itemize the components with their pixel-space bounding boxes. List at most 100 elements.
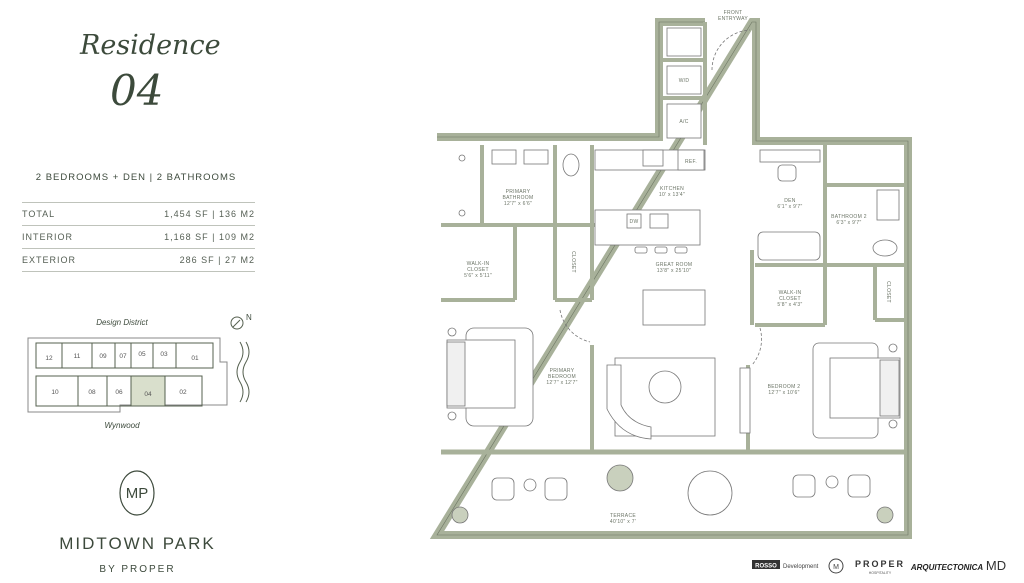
floor-plan: FRONT ENTRYWAY W/D A/C REF. KITCHEN 10' … <box>429 10 912 539</box>
kitchen-island <box>594 209 701 246</box>
refrigerator <box>677 149 705 171</box>
room-label: CLOSET <box>467 267 489 273</box>
room-dims: 12'7" x 10'6" <box>768 390 799 396</box>
sink-icon <box>491 149 517 165</box>
unit-summary: 2 BEDROOMS + DEN | 2 BATHROOMS <box>35 172 237 183</box>
unit-label: 03 <box>160 351 168 358</box>
monogram-text: MP <box>126 485 149 502</box>
shower-head-icon <box>458 154 466 162</box>
residence-number: 04 <box>110 66 164 115</box>
rosso-logo-text: ROSSO <box>755 564 777 570</box>
wall-outline <box>436 21 909 536</box>
side-table <box>825 475 839 489</box>
room-label: BATHROOM <box>503 195 534 201</box>
coffee-table <box>648 370 682 404</box>
room-dims: 10' x 13'4" <box>659 192 685 198</box>
door-swing <box>751 327 762 366</box>
room-label: PRIMARY <box>550 368 575 374</box>
room-label: REF. <box>685 159 697 165</box>
room-label: PRIMARY <box>506 189 531 195</box>
room-label: BEDROOM 2 <box>768 384 801 390</box>
hospitality-text: HOSPITALITY <box>869 571 892 575</box>
nightstand-lamp <box>447 327 457 337</box>
rosso-logo <box>752 560 780 569</box>
den-sofa <box>757 231 821 261</box>
room-label: BATHROOM 2 <box>831 214 867 220</box>
interior-walls <box>441 22 905 455</box>
sectional-sofa <box>606 364 652 440</box>
entry-door-swing <box>711 29 751 71</box>
site-plan: Design District Wynwood N 12 11 09 07 05… <box>27 313 252 430</box>
unit-04-highlighted[interactable] <box>130 375 166 407</box>
tv-console <box>739 367 751 434</box>
vanity-sink <box>876 189 900 221</box>
site-north-label: Design District <box>96 318 148 327</box>
tub-faucet-icon <box>458 209 466 217</box>
area-value: 1,454 SF | 136 M2 <box>164 209 255 219</box>
pillows <box>879 359 900 417</box>
unit-label: 04 <box>144 391 152 398</box>
stool <box>654 246 668 254</box>
development-text: Development <box>783 564 819 570</box>
proper-logo: PROPER <box>855 559 905 569</box>
water-icon <box>242 341 250 403</box>
compass-needle <box>232 319 241 328</box>
unit-02[interactable] <box>164 375 203 407</box>
partner-logos: ROSSO Development M PROPER HOSPITALITY A… <box>752 558 1006 575</box>
m-seal-letter: M <box>833 564 839 571</box>
island-sink <box>649 213 669 229</box>
compass-n: N <box>246 313 252 322</box>
toilet-icon <box>562 153 580 177</box>
area-row-exterior: EXTERIOR 286 SF | 27 M2 <box>22 249 255 272</box>
room-dims: 40'10" x 7' <box>610 519 636 525</box>
room-dims: 5'6" x 5'11" <box>464 273 492 279</box>
stool <box>674 246 688 254</box>
room-label: WALK-IN <box>467 261 490 267</box>
nightstand-lamp <box>888 343 898 353</box>
md-logo: MD <box>986 558 1006 573</box>
room-label: TERRACE <box>610 513 636 519</box>
room-label: WALK-IN <box>779 290 802 296</box>
plant-icon <box>451 506 469 524</box>
water-icon <box>236 341 244 403</box>
side-table <box>523 478 537 492</box>
stool <box>634 246 648 254</box>
room-label: KITCHEN <box>660 186 684 192</box>
lounge-chair <box>544 477 568 501</box>
toilet-icon <box>872 239 898 257</box>
unit-label: 12 <box>45 355 53 362</box>
washer-dryer <box>666 65 702 95</box>
room-label: CLOSET <box>570 251 576 273</box>
cooktop-icon <box>642 149 664 167</box>
desk <box>759 149 821 163</box>
area-label: EXTERIOR <box>22 255 77 265</box>
room-label: ENTRYWAY <box>718 16 748 22</box>
room-label: CLOSET <box>779 296 801 302</box>
area-row-total: TOTAL 1,454 SF | 136 M2 <box>22 203 255 226</box>
nightstand-lamp <box>888 419 898 429</box>
pillows <box>446 341 466 407</box>
lounge-chair <box>491 477 515 501</box>
room-dims: 5'8" x 4'3" <box>777 302 802 308</box>
area-label: TOTAL <box>22 209 56 219</box>
plant-icon <box>876 506 894 524</box>
room-label: GREAT ROOM <box>656 262 693 268</box>
sink-icon <box>523 149 549 165</box>
brand-name: MIDTOWN PARK <box>59 534 216 553</box>
unit-01[interactable] <box>175 342 214 369</box>
site-south-label: Wynwood <box>104 421 140 430</box>
door-swing <box>559 309 591 343</box>
residence-title: Residence <box>80 30 221 61</box>
unit-label: 11 <box>74 353 81 360</box>
unit-label: 07 <box>119 353 127 360</box>
area-label: INTERIOR <box>22 232 74 242</box>
unit-label: 05 <box>138 351 146 358</box>
brand-byline: BY PROPER <box>99 564 176 575</box>
lounge-chair <box>792 474 816 498</box>
area-value: 286 SF | 27 M2 <box>179 255 255 265</box>
dishwasher <box>626 213 642 229</box>
site-outline <box>27 337 228 413</box>
unit-label: 02 <box>179 389 187 396</box>
